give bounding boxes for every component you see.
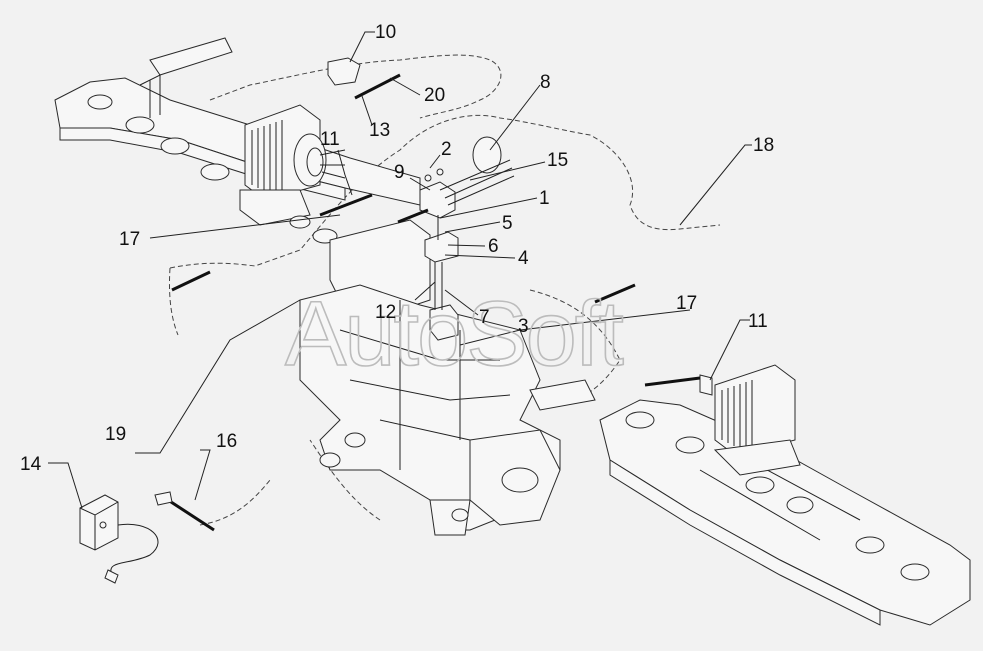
callout-8: 8: [540, 72, 551, 93]
callout-5: 5: [502, 213, 513, 234]
callout-12: 12: [375, 302, 396, 323]
dashed-boundary: [169, 114, 721, 526]
callout-11-upper: 11: [320, 129, 340, 150]
callout-15: 15: [547, 150, 568, 171]
callout-18: 18: [753, 135, 774, 156]
callout-17-left: 17: [119, 229, 140, 250]
main-frame: [299, 219, 596, 536]
callouts: 10 20 13 8 2 9 15 11 18 1 5 6 4 17 12 7 …: [20, 22, 774, 475]
callout-17-right: 17: [676, 293, 697, 314]
upper-hydraulic-motor: [239, 104, 346, 229]
watermark: AutoSoft: [285, 283, 623, 385]
leader-lines: [48, 31, 752, 509]
callout-14: 14: [20, 454, 42, 475]
callout-20: 20: [424, 85, 445, 106]
callout-1: 1: [539, 188, 550, 209]
sensor-assembly: [327, 57, 515, 341]
callout-16: 16: [216, 431, 237, 452]
callout-2: 2: [441, 139, 452, 160]
callout-9: 9: [394, 162, 405, 183]
control-box: [79, 491, 173, 584]
lower-right-beam: [599, 399, 971, 626]
callout-6: 6: [488, 236, 499, 257]
callout-19: 19: [105, 424, 126, 445]
rods: [167, 73, 701, 532]
callout-3: 3: [518, 316, 529, 337]
upper-left-beam: [54, 37, 421, 244]
callout-4: 4: [518, 248, 529, 269]
callout-11-lower: 11: [748, 311, 768, 332]
lower-hydraulic-motor: [699, 364, 801, 476]
callout-7: 7: [479, 307, 490, 328]
callout-10: 10: [375, 22, 396, 43]
callout-13: 13: [369, 120, 390, 141]
